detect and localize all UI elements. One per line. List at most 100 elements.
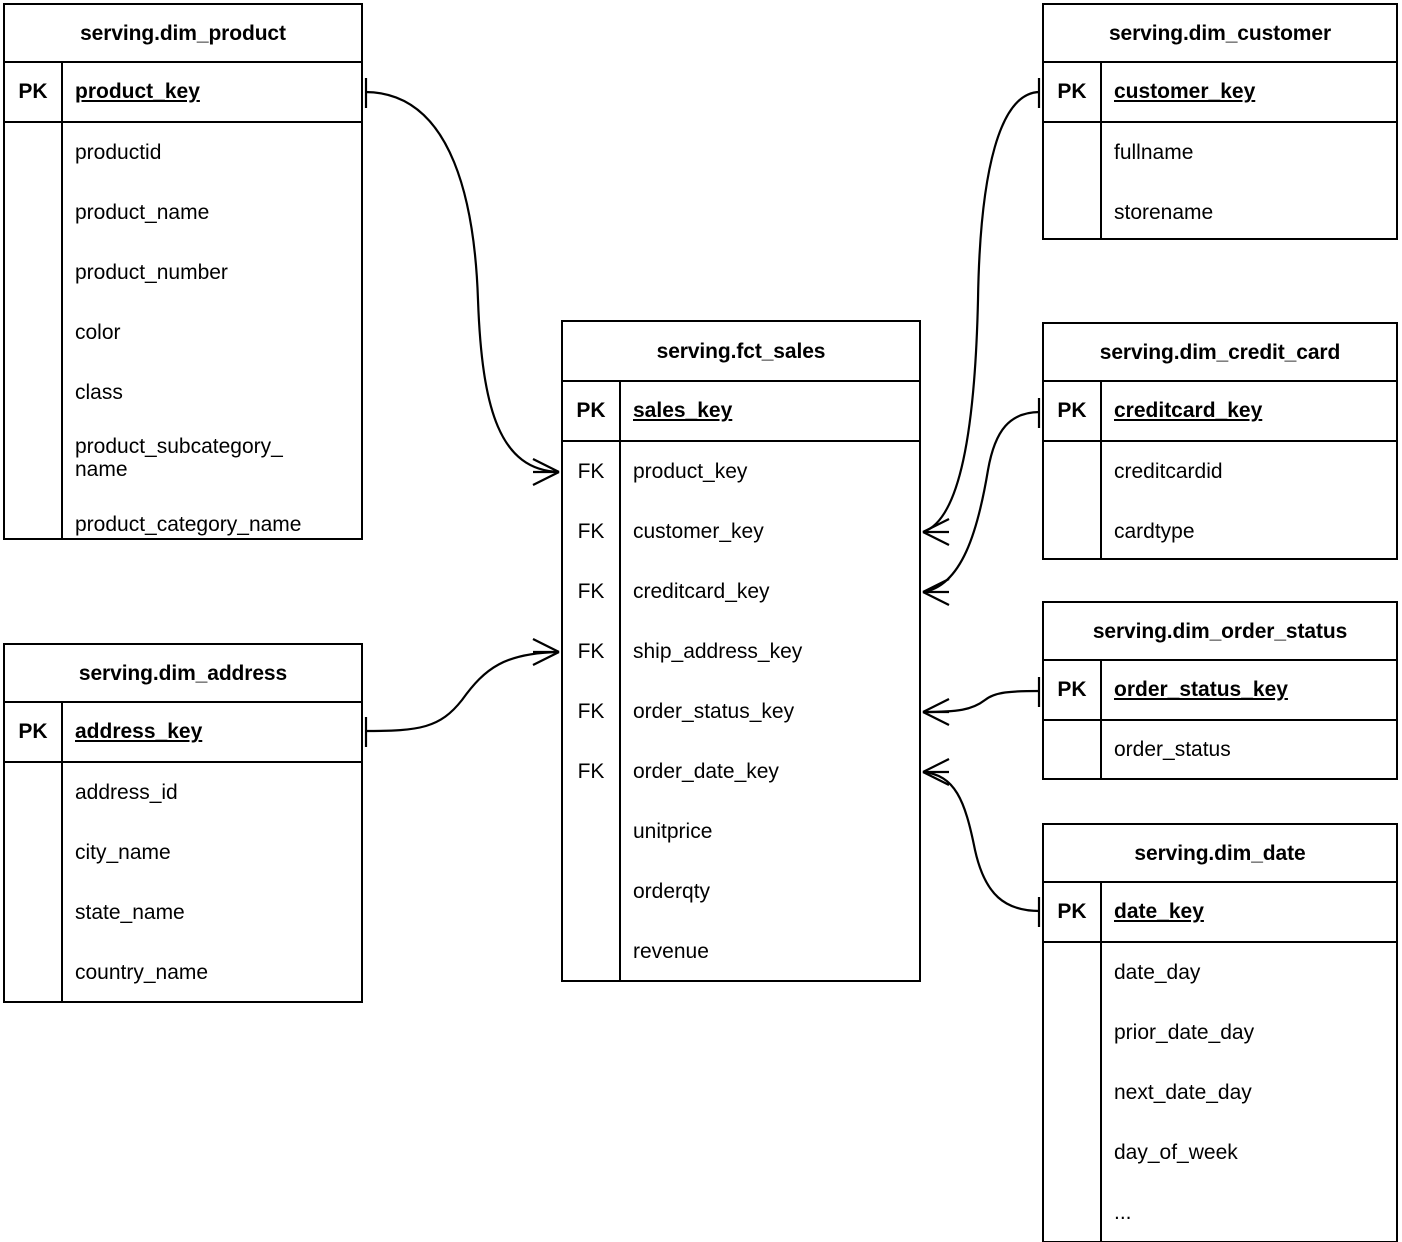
entity-dim-date[interactable]: serving.dim_date PK date_key date_day pr… bbox=[1042, 823, 1398, 1242]
entity-dim-address[interactable]: serving.dim_address PK address_key addre… bbox=[3, 643, 363, 1003]
attribute-row: country_name bbox=[75, 961, 209, 984]
attributes-dim-address: address_id city_name state_name country_… bbox=[5, 763, 361, 1001]
crowsfoot-product-a bbox=[532, 458, 560, 473]
attribute-row: color bbox=[75, 321, 121, 344]
pk-label-dim-product: PK bbox=[5, 63, 63, 121]
attribute-row: order_status bbox=[1114, 737, 1231, 761]
fk-row-creditcard-key[interactable]: FK creditcard_key bbox=[563, 562, 919, 622]
crowsfoot-orderstatus-a bbox=[922, 698, 950, 713]
crowsfoot-creditcard-c bbox=[922, 591, 950, 606]
attribute-row: storename bbox=[1114, 201, 1214, 224]
entity-fct-sales[interactable]: serving.fct_sales PK sales_key FK produc… bbox=[561, 320, 921, 982]
crowsfoot-address-a bbox=[532, 638, 560, 653]
attribute-row: prior_date_day bbox=[1114, 1021, 1255, 1044]
attributes-dim-product: productid product_name product_number co… bbox=[5, 123, 361, 538]
attribute-row: day_of_week bbox=[1114, 1141, 1238, 1164]
fk-row-product-key[interactable]: FK product_key bbox=[563, 442, 919, 502]
entity-dim-credit-card[interactable]: serving.dim_credit_card PK creditcard_ke… bbox=[1042, 322, 1398, 560]
entity-title-dim-address: serving.dim_address bbox=[5, 645, 361, 703]
fk-label: FK bbox=[563, 442, 621, 502]
crowsfoot-customer-c bbox=[922, 531, 950, 546]
fk-row-ship-address-key[interactable]: FK ship_address_key bbox=[563, 622, 919, 682]
attribute-row: address_id bbox=[75, 781, 178, 804]
pk-field-dim-customer: customer_key bbox=[1114, 80, 1256, 104]
fk-label: FK bbox=[563, 562, 621, 622]
key-gutter bbox=[563, 802, 621, 862]
crowsfoot-date-c bbox=[922, 771, 950, 786]
measure-row-orderqty: orderqty bbox=[563, 862, 919, 922]
fk-field: product_key bbox=[633, 460, 748, 484]
key-gutter bbox=[563, 922, 621, 982]
crowsfoot-address-c bbox=[532, 651, 560, 666]
pk-field-dim-credit-card: creditcard_key bbox=[1114, 399, 1263, 423]
pk-label-dim-customer: PK bbox=[1044, 63, 1102, 121]
entity-title-dim-credit-card: serving.dim_credit_card bbox=[1044, 324, 1396, 382]
key-gutter-dim-credit-card bbox=[1044, 442, 1102, 558]
entity-title-dim-customer: serving.dim_customer bbox=[1044, 5, 1396, 63]
attribute-row: product_number bbox=[75, 261, 228, 284]
fk-field: order_status_key bbox=[633, 700, 795, 724]
attributes-dim-order-status: order_status bbox=[1044, 721, 1396, 778]
attribute-row: next_date_day bbox=[1114, 1081, 1252, 1104]
fk-row-customer-key[interactable]: FK customer_key bbox=[563, 502, 919, 562]
attributes-dim-credit-card: creditcardid cardtype bbox=[1044, 442, 1396, 558]
pk-label-fct-sales: PK bbox=[563, 382, 621, 440]
measure-field: unitprice bbox=[633, 820, 713, 844]
crowsfoot-date-a bbox=[922, 758, 950, 773]
crowsfoot-product-c bbox=[532, 471, 560, 486]
fk-row-order-date-key[interactable]: FK order_date_key bbox=[563, 742, 919, 802]
pk-row-dim-date[interactable]: PK date_key bbox=[1044, 883, 1396, 943]
relationship-customer bbox=[922, 78, 1041, 546]
key-gutter-dim-address bbox=[5, 763, 63, 1001]
key-gutter-dim-product bbox=[5, 123, 63, 538]
attributes-dim-customer: fullname storename bbox=[1044, 123, 1396, 238]
entity-title-dim-date: serving.dim_date bbox=[1044, 825, 1396, 883]
relationship-creditcard bbox=[922, 398, 1041, 606]
attribute-row-ellipsis: ... bbox=[1114, 1201, 1132, 1224]
pk-field-dim-order-status: order_status_key bbox=[1114, 678, 1288, 702]
measure-row-revenue: revenue bbox=[563, 922, 919, 982]
attribute-row: creditcardid bbox=[1114, 460, 1223, 483]
pk-field-dim-product: product_key bbox=[75, 80, 200, 104]
key-gutter-dim-date bbox=[1044, 943, 1102, 1241]
fk-field: customer_key bbox=[633, 520, 764, 544]
fk-field: creditcard_key bbox=[633, 580, 770, 604]
key-gutter bbox=[563, 862, 621, 922]
pk-label-dim-order-status: PK bbox=[1044, 661, 1102, 719]
attribute-row: productid bbox=[75, 141, 162, 164]
attribute-row: class bbox=[75, 381, 123, 404]
pk-field-fct-sales: sales_key bbox=[633, 399, 733, 423]
fk-label: FK bbox=[563, 502, 621, 562]
pk-row-dim-product[interactable]: PK product_key bbox=[5, 63, 361, 123]
pk-field-dim-date: date_key bbox=[1114, 900, 1204, 924]
pk-row-dim-address[interactable]: PK address_key bbox=[5, 703, 361, 763]
attribute-row: fullname bbox=[1114, 141, 1194, 164]
relationship-product bbox=[364, 78, 560, 486]
attribute-row: state_name bbox=[75, 901, 185, 924]
key-gutter-dim-customer bbox=[1044, 123, 1102, 238]
fk-row-order-status-key[interactable]: FK order_status_key bbox=[563, 682, 919, 742]
entity-title-dim-order-status: serving.dim_order_status bbox=[1044, 603, 1396, 661]
fk-field: order_date_key bbox=[633, 760, 779, 784]
entity-title-dim-product: serving.dim_product bbox=[5, 5, 361, 63]
key-gutter-dim-order-status bbox=[1044, 721, 1102, 778]
entity-dim-customer[interactable]: serving.dim_customer PK customer_key ful… bbox=[1042, 3, 1398, 240]
entity-dim-order-status[interactable]: serving.dim_order_status PK order_status… bbox=[1042, 601, 1398, 780]
pk-row-dim-credit-card[interactable]: PK creditcard_key bbox=[1044, 382, 1396, 442]
measure-row-unitprice: unitprice bbox=[563, 802, 919, 862]
pk-label-dim-address: PK bbox=[5, 703, 63, 761]
pk-label-dim-date: PK bbox=[1044, 883, 1102, 941]
crowsfoot-orderstatus-c bbox=[922, 711, 950, 726]
pk-field-dim-address: address_key bbox=[75, 720, 203, 744]
pk-row-dim-order-status[interactable]: PK order_status_key bbox=[1044, 661, 1396, 721]
pk-row-dim-customer[interactable]: PK customer_key bbox=[1044, 63, 1396, 123]
pk-label-dim-credit-card: PK bbox=[1044, 382, 1102, 440]
entity-title-fct-sales: serving.fct_sales bbox=[563, 322, 919, 382]
attribute-row: cardtype bbox=[1114, 520, 1195, 543]
pk-row-fct-sales[interactable]: PK sales_key bbox=[563, 382, 919, 442]
entity-dim-product[interactable]: serving.dim_product PK product_key produ… bbox=[3, 3, 363, 540]
attributes-dim-date: date_day prior_date_day next_date_day da… bbox=[1044, 943, 1396, 1241]
crowsfoot-creditcard-a bbox=[922, 578, 950, 593]
attribute-row: product_name bbox=[75, 201, 210, 224]
